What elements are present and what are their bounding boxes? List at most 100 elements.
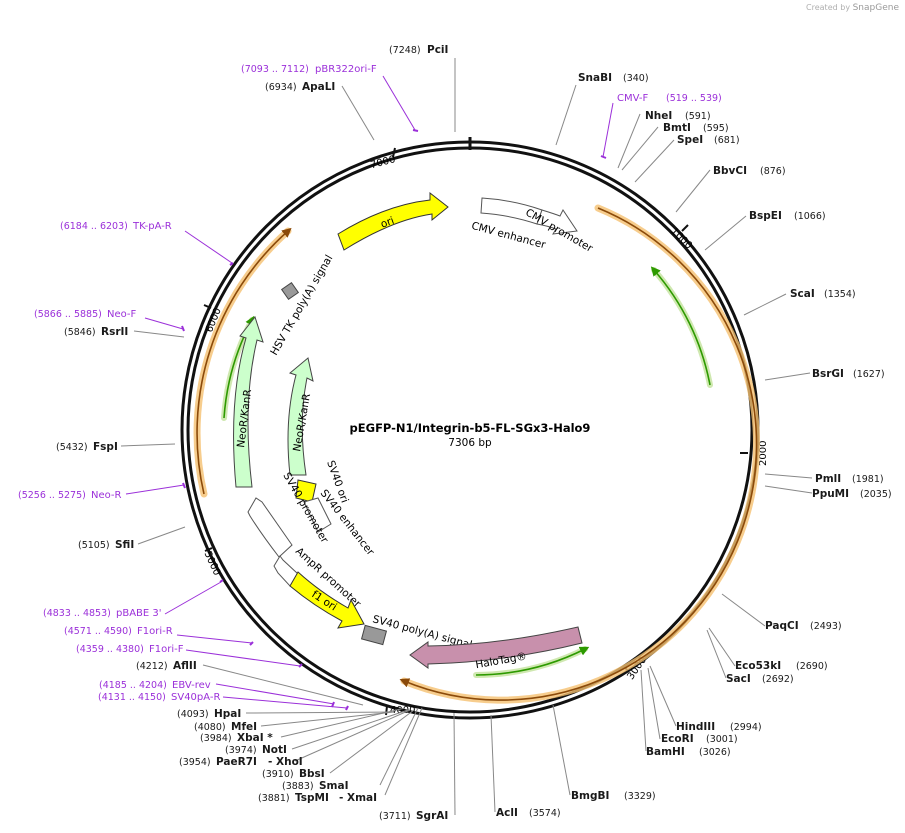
- svg-text:(4080): (4080): [194, 722, 226, 733]
- orf-green-halo[interactable]: [473, 646, 590, 678]
- svg-text:PaqCI: PaqCI: [765, 620, 799, 632]
- enzyme-label[interactable]: (5846)RsrII: [64, 326, 128, 338]
- svg-text:(340): (340): [623, 73, 649, 84]
- svg-text:- XmaI: - XmaI: [339, 792, 377, 804]
- feature-ori[interactable]: ori: [337, 191, 449, 251]
- credit: Created by SnapGene: [806, 3, 899, 13]
- enzyme-label[interactable]: Eco53kI(2690): [735, 660, 828, 672]
- enzyme-label[interactable]: PaqCI (2493): [765, 620, 842, 632]
- svg-text:(2493): (2493): [810, 621, 842, 632]
- svg-text:(591): (591): [685, 111, 711, 122]
- enzyme-label[interactable]: (3954)PaeR7I- XhoI: [179, 756, 303, 768]
- primer-label[interactable]: (6184 .. 6203)TK-pA-R: [60, 221, 172, 232]
- svg-text:AclI: AclI: [496, 807, 518, 819]
- enzyme-label[interactable]: (3910)BbsI: [262, 768, 325, 780]
- enzyme-label[interactable]: (3984)XbaI *: [200, 732, 273, 744]
- svg-text:(7093 .. 7112): (7093 .. 7112): [241, 64, 309, 75]
- primer-label[interactable]: (4359 .. 4380)F1ori-F: [76, 644, 184, 655]
- credit-prefix: Created by: [806, 3, 851, 12]
- enzyme-label[interactable]: SacI(2692): [726, 673, 794, 685]
- svg-text:(2035): (2035): [860, 489, 892, 500]
- svg-text:PciI: PciI: [427, 44, 448, 56]
- enzyme-label[interactable]: (4093)HpaI: [177, 708, 241, 720]
- orf-large[interactable]: [399, 204, 761, 704]
- enzyme-label[interactable]: NheI(591): [645, 110, 711, 122]
- feature-neo-inner[interactable]: NeoR/KanR: [287, 357, 314, 476]
- feature-neo-outer[interactable]: NeoR/KanR: [233, 315, 264, 488]
- svg-text:BamHI: BamHI: [646, 746, 685, 758]
- primer-label[interactable]: (4131 .. 4150)SV40pA-R: [98, 692, 220, 703]
- primer-label[interactable]: (4571 .. 4590)F1ori-R: [64, 626, 173, 637]
- orf-neo-outer[interactable]: [193, 227, 292, 498]
- enzyme-label[interactable]: BamHI (3026): [646, 746, 731, 758]
- enzyme-leaders: [120, 58, 813, 816]
- svg-text:ApaLI: ApaLI: [302, 81, 335, 93]
- svg-text:(4093): (4093): [177, 709, 209, 720]
- svg-text:Neo-F: Neo-F: [107, 309, 137, 320]
- enzyme-label[interactable]: (3883)SmaI: [282, 780, 349, 792]
- svg-text:BspEI: BspEI: [749, 210, 782, 222]
- enzyme-label[interactable]: (3881)TspMI- XmaI: [258, 792, 377, 804]
- svg-text:(3026): (3026): [699, 747, 731, 758]
- svg-text:(5432): (5432): [56, 442, 88, 453]
- svg-text:(519 .. 539): (519 .. 539): [666, 93, 722, 104]
- svg-text:SnaBI: SnaBI: [578, 72, 612, 84]
- svg-text:(3984): (3984): [200, 733, 232, 744]
- enzyme-label[interactable]: ScaI(1354): [790, 288, 856, 300]
- svg-text:CMV-F: CMV-F: [617, 93, 648, 104]
- enzyme-label[interactable]: HindIII(2994): [676, 721, 762, 733]
- enzyme-label[interactable]: (4212)AflII: [136, 660, 197, 672]
- svg-text:(3974): (3974): [225, 745, 257, 756]
- enzyme-label[interactable]: EcoRI(3001): [661, 733, 738, 745]
- svg-text:PaeR7I: PaeR7I: [216, 756, 257, 768]
- enzyme-label[interactable]: BspEI (1066): [749, 210, 826, 222]
- feature-hsv-tk-polya[interactable]: HSV TK poly(A) signal: [268, 253, 335, 357]
- svg-text:EBV-rev: EBV-rev: [172, 680, 211, 691]
- snapgene-logo: SnapGene: [852, 3, 899, 13]
- orf-green-right[interactable]: [650, 266, 713, 388]
- enzyme-label[interactable]: SpeI(681): [677, 134, 740, 146]
- enzyme-label[interactable]: PmlI(1981): [815, 473, 884, 485]
- svg-text:(876): (876): [760, 166, 786, 177]
- primer-label[interactable]: (5256 .. 5275)Neo-R: [18, 490, 122, 501]
- ruler-label-2000: 2000: [758, 441, 769, 466]
- svg-text:(4185 .. 4204): (4185 .. 4204): [99, 680, 167, 691]
- svg-text:TspMI: TspMI: [295, 792, 329, 804]
- svg-text:EcoRI: EcoRI: [661, 733, 694, 745]
- enzyme-label[interactable]: (3974)NotI: [225, 744, 287, 756]
- svg-text:AflII: AflII: [173, 660, 197, 672]
- enzyme-label[interactable]: BbvCI(876): [713, 165, 786, 177]
- enzyme-label[interactable]: (5105)SfiI: [78, 539, 134, 551]
- ruler-label-5000: 5000: [202, 550, 223, 578]
- svg-text:(1066): (1066): [794, 211, 826, 222]
- primer-leaders: [125, 75, 614, 709]
- primer-label[interactable]: (4833 .. 4853)pBABE 3': [43, 608, 162, 619]
- feature-ori-label: ori: [379, 215, 396, 231]
- enzyme-label[interactable]: BmtI(595): [663, 122, 729, 134]
- enzyme-label[interactable]: SnaBI (340): [578, 72, 649, 84]
- enzyme-label[interactable]: BsrGI(1627): [812, 368, 885, 380]
- enzyme-label[interactable]: AclI (3574): [496, 807, 561, 819]
- svg-text:(5105): (5105): [78, 540, 110, 551]
- svg-text:(3711): (3711): [379, 811, 411, 822]
- feature-cmv-enhancer[interactable]: CMV enhancer: [470, 197, 548, 251]
- svg-text:MfeI: MfeI: [231, 721, 257, 733]
- primer-label[interactable]: (7093 .. 7112) pBR322ori-F: [241, 64, 377, 75]
- enzyme-label[interactable]: (7248)PciI: [389, 44, 448, 56]
- primer-label[interactable]: (5866 .. 5885)Neo-F: [34, 309, 137, 320]
- primer-label[interactable]: (4185 .. 4204) EBV-rev: [99, 680, 211, 691]
- svg-text:pBR322ori-F: pBR322ori-F: [315, 64, 377, 75]
- enzyme-label[interactable]: (5432)FspI: [56, 441, 118, 453]
- enzyme-label[interactable]: PpuMI(2035): [812, 488, 892, 500]
- enzyme-label[interactable]: (4080) MfeI: [194, 721, 257, 733]
- svg-text:(3574): (3574): [529, 808, 561, 819]
- svg-text:(3954): (3954): [179, 757, 211, 768]
- svg-text:pBABE 3': pBABE 3': [116, 608, 162, 619]
- enzyme-label[interactable]: (3711)SgrAI: [379, 810, 448, 822]
- enzyme-label[interactable]: BmgBI(3329): [571, 790, 656, 802]
- svg-text:(1354): (1354): [824, 289, 856, 300]
- enzyme-label[interactable]: (6934)ApaLI: [265, 81, 335, 93]
- plasmid-size: 7306 bp: [448, 437, 492, 449]
- primer-label[interactable]: CMV-F (519 .. 539): [617, 93, 722, 104]
- svg-text:SmaI: SmaI: [319, 780, 349, 792]
